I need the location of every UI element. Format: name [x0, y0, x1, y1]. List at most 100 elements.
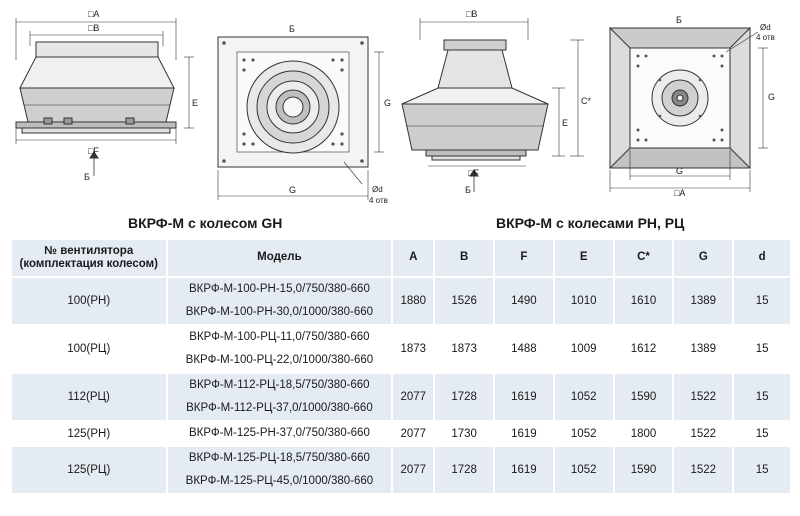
- caption-rc: ВКРФ-М с колесами РН, РЦ: [496, 215, 685, 231]
- cell-c: 1800: [612, 420, 675, 447]
- cell-f: 1619: [493, 420, 555, 447]
- header-b: B: [433, 238, 496, 278]
- cell-c: 1612: [612, 324, 675, 374]
- cell-b: 1873: [433, 324, 496, 374]
- gh-top-hole-diameter: Ød: [372, 185, 383, 194]
- rc-top-dim-b-label: Б: [676, 15, 682, 25]
- specification-table: № вентилятора (комплектация колесом) Мод…: [10, 238, 792, 495]
- caption-gh: ВКРФ-М с колесом GH: [128, 215, 283, 231]
- table-row: 125(РН) ВКРФ-М-125-РН-37,0/750/380-660 2…: [10, 420, 792, 447]
- cell-d: 15: [732, 420, 792, 447]
- model-line: ВКРФ-М-125-РН-37,0/750/380-660: [188, 427, 370, 439]
- gh-side-dim-e: E: [192, 98, 198, 108]
- cell-d: 15: [732, 445, 792, 495]
- cell-g: 1522: [672, 420, 735, 447]
- rc-side-view: [401, 18, 584, 192]
- gh-top-dim-b-label: Б: [289, 24, 295, 34]
- rc-top-hole-diameter: Ød: [760, 23, 771, 32]
- model-line: ВКРФ-М-125-РЦ-45,0/1000/380-660: [185, 475, 374, 487]
- cell-g: 1389: [672, 324, 735, 374]
- cell-a: 2077: [391, 372, 436, 422]
- cell-a: 2077: [391, 445, 436, 495]
- gh-top-view: [217, 36, 384, 200]
- cell-c: 1610: [612, 276, 675, 326]
- gh-top-dim-g-side: G: [384, 98, 391, 108]
- header-a: A: [391, 238, 436, 278]
- cell-f: 1488: [493, 324, 555, 374]
- header-f: F: [493, 238, 555, 278]
- table-row: 112(РЦ) ВКРФ-М-112-РЦ-18,5/750/380-660 В…: [10, 372, 792, 422]
- model-line: ВКРФ-М-100-РН-15,0/750/380-660: [188, 283, 370, 295]
- cell-e: 1010: [552, 276, 615, 326]
- gh-side-dim-b: □B: [88, 23, 99, 33]
- cell-model: ВКРФ-М-112-РЦ-18,5/750/380-660 ВКРФ-М-11…: [165, 372, 394, 422]
- cell-b: 1728: [433, 445, 496, 495]
- cell-fan: 100(РН): [10, 276, 168, 326]
- cell-f: 1619: [493, 445, 555, 495]
- cell-g: 1522: [672, 445, 735, 495]
- cell-g: 1389: [672, 276, 735, 326]
- table-header-row: № вентилятора (комплектация колесом) Мод…: [10, 238, 792, 278]
- gh-side-view-arrow: Б: [84, 172, 90, 182]
- cell-a: 1880: [391, 276, 436, 326]
- cell-e: 1052: [552, 445, 615, 495]
- cell-f: 1619: [493, 372, 555, 422]
- cell-d: 15: [732, 372, 792, 422]
- cell-fan: 112(РЦ): [10, 372, 168, 422]
- cell-a: 1873: [391, 324, 436, 374]
- rc-top-dim-g-side: G: [768, 92, 775, 102]
- header-g: G: [672, 238, 735, 278]
- rc-top-bolt-holes: [636, 54, 724, 142]
- cell-a: 2077: [391, 420, 436, 447]
- cell-model: ВКРФ-М-125-РН-37,0/750/380-660: [165, 420, 394, 447]
- model-line: ВКРФ-М-100-РН-30,0/1000/380-660: [185, 306, 374, 318]
- model-line: ВКРФ-М-125-РЦ-18,5/750/380-660: [188, 452, 370, 464]
- cell-c: 1590: [612, 445, 675, 495]
- model-line: ВКРФ-М-100-РЦ-11,0/750/380-660: [189, 331, 370, 343]
- cell-model: ВКРФ-М-125-РЦ-18,5/750/380-660 ВКРФ-М-12…: [165, 445, 394, 495]
- table-row: 100(РН) ВКРФ-М-100-РН-15,0/750/380-660 В…: [10, 276, 792, 326]
- cell-fan: 125(РЦ): [10, 445, 168, 495]
- cell-d: 15: [732, 276, 792, 326]
- rc-top-hole-count: 4 отв: [756, 33, 775, 42]
- rc-side-dim-f: □F: [468, 168, 479, 178]
- cell-c: 1590: [612, 372, 675, 422]
- technical-drawings: □A □B E □F Б Б G G Ød 4 отв: [15, 9, 775, 205]
- gh-top-dim-g-bottom: G: [289, 185, 296, 195]
- cell-b: 1526: [433, 276, 496, 326]
- cell-g: 1522: [672, 372, 735, 422]
- gh-side-dim-a: □A: [88, 9, 99, 19]
- table-row: 100(РЦ) ВКРФ-М-100-РЦ-11,0/750/380-660 В…: [10, 324, 792, 374]
- cell-fan: 100(РЦ): [10, 324, 168, 374]
- table-row: 125(РЦ) ВКРФ-М-125-РЦ-18,5/750/380-660 В…: [10, 445, 792, 495]
- header-fan-line2: (комплектация колесом): [19, 258, 158, 270]
- cell-e: 1009: [552, 324, 615, 374]
- cell-e: 1052: [552, 372, 615, 422]
- rc-top-view: [608, 27, 768, 192]
- rc-side-dim-c: C*: [581, 96, 591, 106]
- drawing-captions: ВКРФ-М с колесом GH ВКРФ-М с колесами РН…: [0, 210, 800, 236]
- header-fan-number: № вентилятора (комплектация колесом): [10, 238, 168, 278]
- cell-model: ВКРФ-М-100-РЦ-11,0/750/380-660 ВКРФ-М-10…: [165, 324, 394, 374]
- header-c: C*: [612, 238, 675, 278]
- model-line: ВКРФ-М-112-РЦ-37,0/1000/380-660: [186, 402, 373, 414]
- rc-top-dim-a: □A: [674, 188, 685, 198]
- gh-side-dim-f: □F: [88, 146, 99, 156]
- rc-side-dim-e: E: [562, 118, 568, 128]
- gh-side-view: [15, 18, 194, 176]
- cell-d: 15: [732, 324, 792, 374]
- cell-model: ВКРФ-М-100-РН-15,0/750/380-660 ВКРФ-М-10…: [165, 276, 394, 326]
- cell-fan: 125(РН): [10, 420, 168, 447]
- header-fan-line1: № вентилятора: [44, 244, 134, 257]
- header-e: E: [552, 238, 615, 278]
- cell-b: 1730: [433, 420, 496, 447]
- cell-e: 1052: [552, 420, 615, 447]
- header-d: d: [732, 238, 792, 278]
- rc-top-dim-g-bottom: G: [676, 166, 683, 176]
- cell-f: 1490: [493, 276, 555, 326]
- model-line: ВКРФ-М-112-РЦ-18,5/750/380-660: [189, 379, 370, 391]
- gh-top-hole-count: 4 отв: [369, 196, 388, 205]
- gh-top-bolt-holes: [222, 41, 364, 163]
- rc-side-view-arrow: Б: [465, 185, 471, 195]
- cell-b: 1728: [433, 372, 496, 422]
